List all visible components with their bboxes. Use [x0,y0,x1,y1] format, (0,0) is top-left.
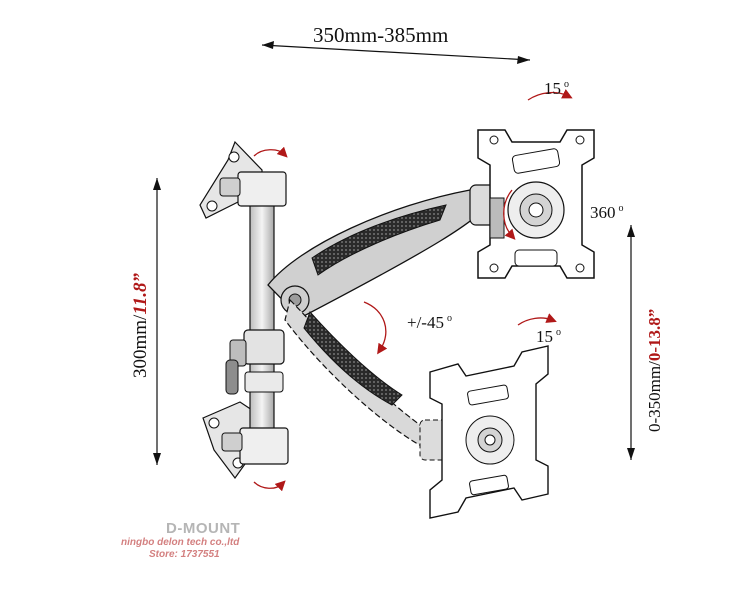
left-height-mm: 300mm/ [130,314,151,378]
watermark-store: Store: 1737551 [149,549,220,560]
left-height-dimension: 300mm/11.8” [130,178,161,465]
width-label: 350mm-385mm [313,23,448,47]
right-height-dimension: 0-350mm/0-13.8” [627,225,664,460]
watermark-company: ningbo delon tech co.,ltd [121,537,240,548]
mounting-pole [219,171,289,465]
right-height-in: 0-13.8” [645,309,664,361]
watermark-brand: D-MOUNT [166,520,240,537]
width-dimension: 350mm-385mm [261,23,531,64]
gas-spring-arm-upper [267,184,501,319]
store-watermark: D-MOUNT ningbo delon tech co.,ltd Store:… [121,520,240,560]
rotation-arrows [253,89,573,492]
right-height-mm: 0-350mm/ [645,361,664,432]
svg-text:0-350mm/0-13.8”: 0-350mm/0-13.8” [645,309,664,432]
vesa-plate-bottom [429,345,549,519]
gas-spring-arm-lower [284,298,449,461]
svg-text:300mm/11.8”: 300mm/11.8” [130,272,151,378]
vesa-plate-top [477,129,595,279]
left-height-in: 11.8” [130,272,151,314]
